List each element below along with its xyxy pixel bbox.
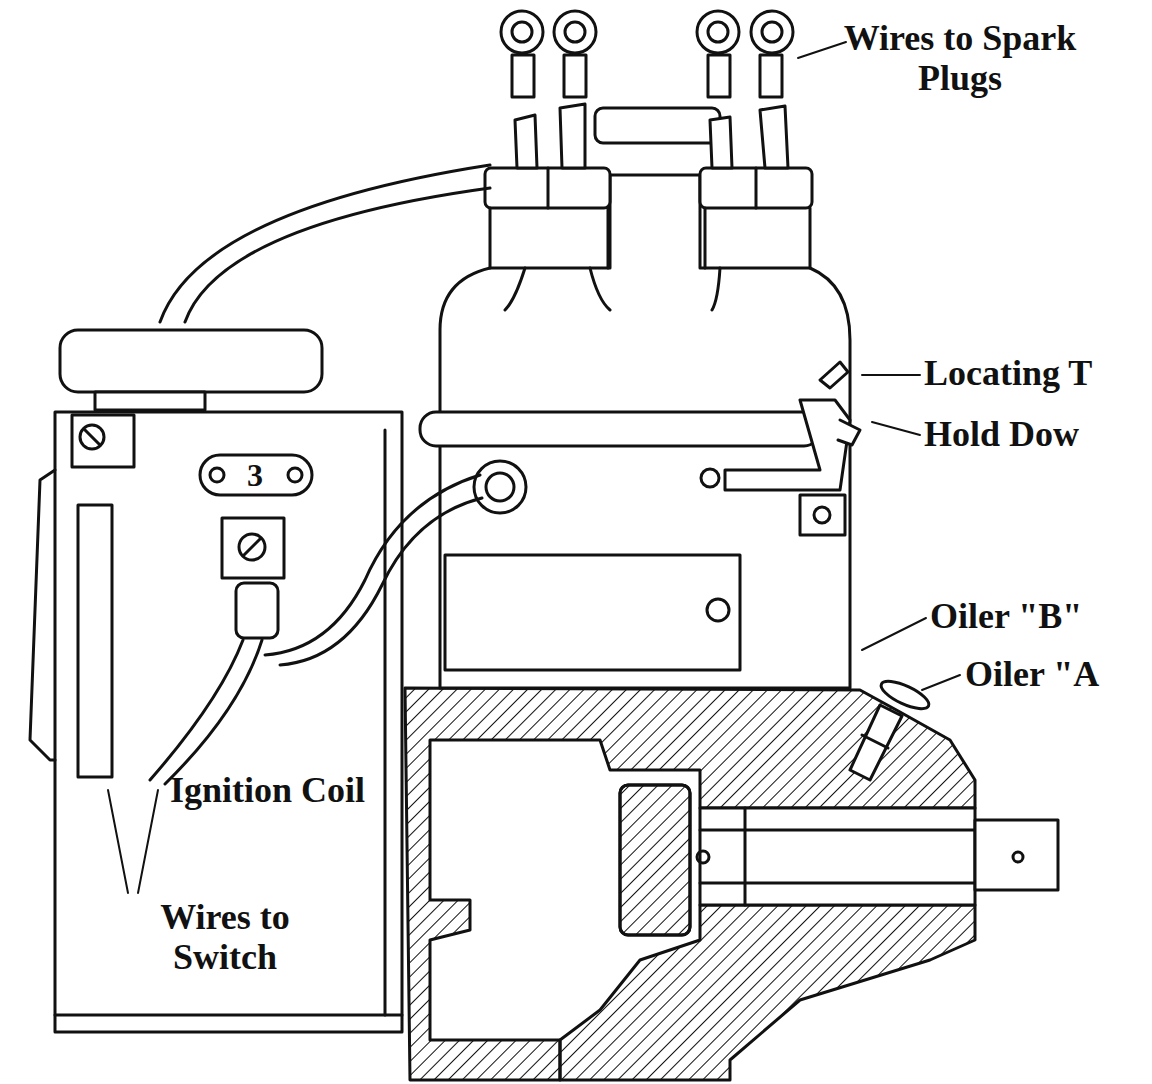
- base-casting: [620, 785, 690, 935]
- part-label: Oiler "A: [965, 654, 1099, 694]
- leader-lines: [108, 790, 128, 893]
- base-casting: [700, 829, 975, 832]
- leader-lines: [862, 374, 920, 376]
- magneto-body: [547, 168, 550, 208]
- magneto-body: [486, 473, 514, 501]
- spark-plug-wires: [501, 11, 543, 53]
- spark-plug-wires: [515, 115, 537, 168]
- magneto-body: [707, 599, 729, 621]
- ignition-coil: [239, 534, 265, 560]
- leader-lines: [922, 675, 960, 690]
- ignition-coil: [72, 415, 134, 467]
- spark-plug-wires: [751, 11, 793, 53]
- magneto-body: [474, 461, 526, 513]
- magneto-body: [595, 108, 720, 143]
- ignition-coil: [30, 470, 55, 760]
- base-casting: [1013, 852, 1023, 862]
- ignition-coil: [288, 468, 302, 482]
- oiler-a: [862, 735, 888, 748]
- spark-plug-wires: [710, 117, 732, 168]
- hold-down-clip: [820, 362, 848, 388]
- magneto-body: [420, 108, 850, 688]
- ignition-coil: [30, 330, 482, 1032]
- ignition-coil: [80, 425, 104, 449]
- hold-down-clip: [800, 495, 845, 535]
- ignition-coil: [200, 455, 312, 495]
- ignition-coil: [60, 330, 322, 392]
- part-label: Oiler "B": [930, 596, 1082, 636]
- magneto-body: [490, 208, 810, 268]
- spark-plug-wires: [762, 22, 782, 42]
- hold-down-clip: [814, 507, 830, 523]
- magneto-body: [700, 168, 812, 208]
- base-casting: [700, 808, 975, 905]
- base-casting: [975, 820, 1058, 890]
- spark-plug-wires: [560, 104, 585, 168]
- base-casting: [697, 851, 709, 863]
- spark-plug-wires: [708, 22, 728, 42]
- coil-cable: [185, 188, 490, 322]
- magneto-body: [505, 268, 720, 310]
- base-casting: [700, 882, 975, 885]
- hold-down-clip: [838, 420, 860, 445]
- ignition-coil: [244, 539, 260, 555]
- spark-plug-wires: [564, 55, 586, 97]
- ignition-coil: [85, 430, 99, 444]
- part-label: Wires to Spark Plugs: [820, 18, 1100, 98]
- leader-lines: [108, 42, 960, 893]
- hold-down-clip: [725, 400, 850, 490]
- ignition-coil: [95, 392, 205, 410]
- base-casting: [620, 785, 690, 935]
- spark-plug-wires: [697, 11, 739, 53]
- ignition-coil: [78, 505, 112, 777]
- ignition-coil: [165, 640, 262, 784]
- spark-plug-wires: [501, 11, 793, 168]
- hold-down-clip: [725, 362, 860, 535]
- base-casting: [380, 688, 1058, 1080]
- ignition-coil: [222, 518, 284, 578]
- leader-lines: [798, 42, 846, 58]
- leader-lines: [862, 618, 926, 650]
- part-label: Hold Dow: [924, 414, 1079, 454]
- ignition-coil: [55, 1014, 402, 1017]
- spark-plug-wires: [512, 55, 534, 97]
- coil-cable: [160, 165, 490, 322]
- spark-plug-wires: [760, 55, 782, 97]
- magneto-body: [701, 469, 719, 487]
- spark-plug-wires: [554, 11, 596, 53]
- base-casting: [744, 808, 747, 905]
- magneto-body: [445, 555, 740, 670]
- magneto-body: [485, 168, 610, 208]
- oiler-a: [878, 676, 933, 714]
- leader-lines: [138, 790, 158, 893]
- spark-plug-wires: [512, 22, 532, 42]
- oiler-a: [850, 676, 932, 780]
- ignition-coil: [265, 475, 480, 655]
- magneto-body: [420, 412, 820, 446]
- ignition-coil: [55, 412, 402, 1032]
- coil-cable: [160, 165, 490, 322]
- spark-plug-wires: [760, 106, 788, 168]
- spark-plug-wires: [565, 22, 585, 42]
- ignition-coil: [384, 430, 387, 1015]
- callout-number: 3: [247, 455, 263, 495]
- ignition-coil: [236, 583, 278, 638]
- leader-lines: [872, 422, 920, 435]
- part-label: Locating T: [924, 353, 1092, 393]
- base-casting: [405, 688, 975, 1080]
- spark-plug-wires: [708, 55, 730, 97]
- part-label: Ignition Coil: [165, 770, 370, 810]
- oiler-a: [850, 705, 902, 780]
- magneto-body: [755, 168, 758, 208]
- ignition-coil: [280, 498, 482, 665]
- part-label: Wires to Switch: [115, 897, 335, 977]
- ignition-coil: [210, 468, 224, 482]
